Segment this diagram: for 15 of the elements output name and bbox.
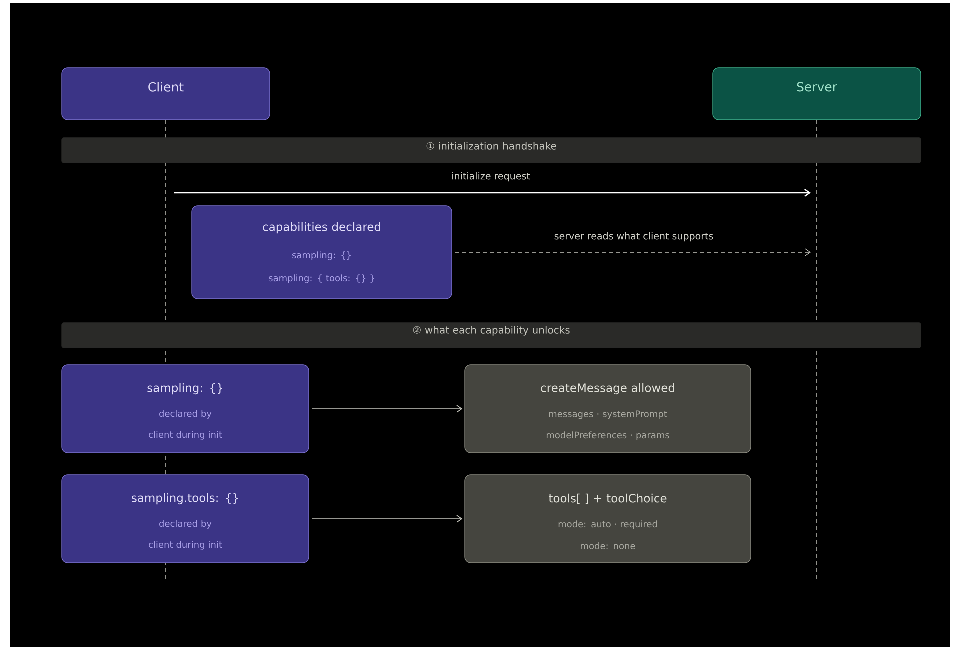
process-box: sampling: {} declared by client during init (62, 364, 310, 454)
process-box: tools[ ] + toolChoice mode: auto · required mode: none (464, 474, 752, 564)
process-box: createMessage allowed messages · systemPrompt modelPreferences · params (464, 364, 752, 454)
arrow (312, 405, 463, 413)
process-box: sampling.tools: {} declared by client during init (62, 474, 310, 564)
edge-label: initialize request (450, 170, 532, 184)
arrow (312, 515, 463, 523)
lifeline-head: Client (62, 68, 270, 120)
arrow (174, 188, 811, 198)
arrow (455, 248, 812, 256)
lifeline-head: Server (712, 68, 922, 120)
phase-band: ② what each capability unlocks (62, 322, 922, 348)
process-box: capabilities declared sampling: {} sampling: { tools: {} } (192, 206, 452, 300)
edge-label: server reads what client supports (552, 230, 716, 244)
phase-band: ① initialization handshake (62, 138, 922, 164)
